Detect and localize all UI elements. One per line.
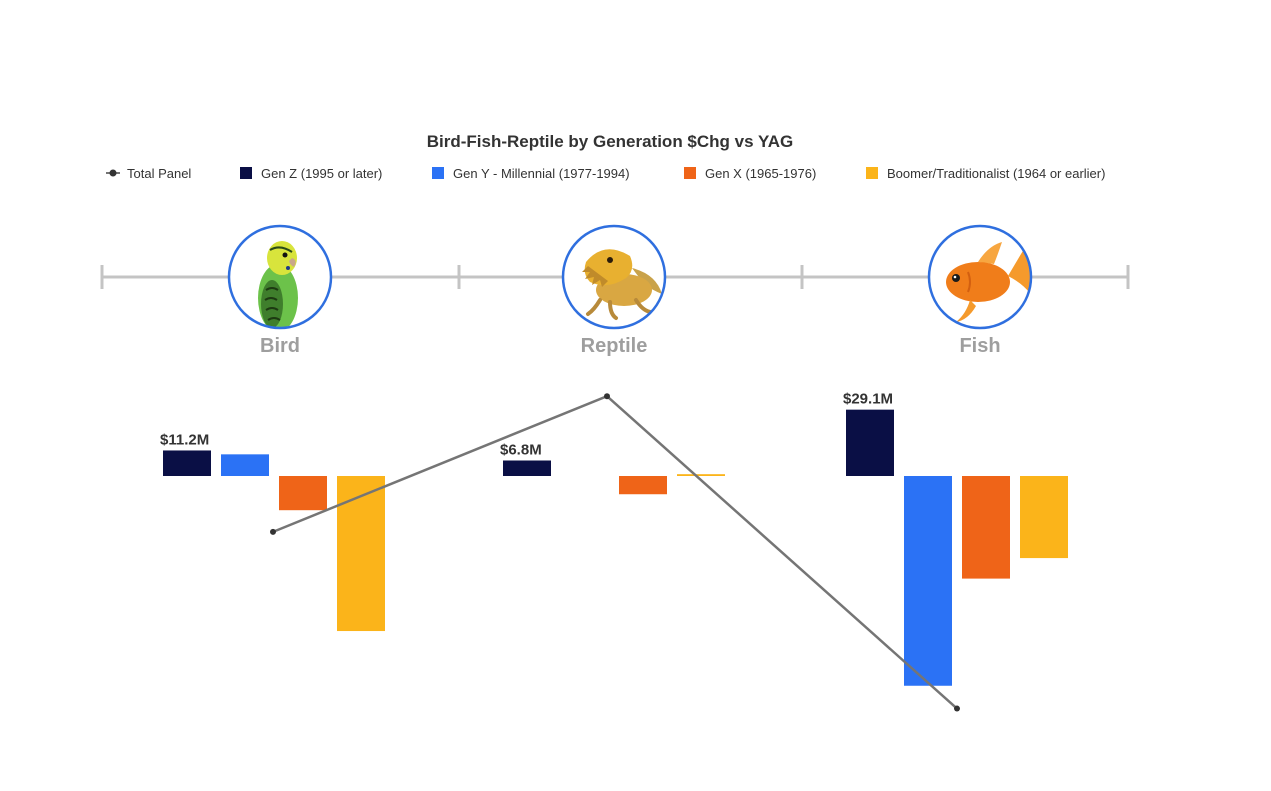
bar (503, 460, 551, 476)
legend-line-dot (109, 169, 117, 177)
parakeet-icon (227, 224, 333, 330)
category-label: Fish (959, 335, 1000, 357)
category-label: Reptile (581, 335, 648, 357)
data-label: $29.1M (843, 391, 893, 408)
legend-swatch (866, 167, 878, 179)
legend-swatch (684, 167, 696, 179)
bars (163, 409, 1068, 686)
data-label: $11.2M (160, 431, 209, 448)
data-label: $6.8M (500, 441, 542, 458)
category-labels: Bird Reptile Fish (260, 335, 1001, 357)
legend-label: Gen X (1965-1976) (705, 166, 816, 181)
bar (619, 476, 667, 495)
total-panel-line (270, 393, 960, 712)
chart-title: Bird-Fish-Reptile by Generation $Chg vs … (427, 132, 794, 151)
bar (677, 474, 725, 476)
bar (962, 476, 1010, 579)
bar (337, 476, 385, 632)
goldfish-icon (927, 224, 1033, 330)
legend-swatch (240, 167, 252, 179)
line-point (270, 528, 276, 535)
bar (1020, 476, 1068, 559)
legend-label: Total Panel (127, 166, 191, 181)
bar (279, 476, 327, 511)
data-labels: $11.2M $6.8M $29.1M (160, 391, 893, 459)
bar (846, 409, 894, 476)
legend: Total Panel Gen Z (1995 or later) Gen Y - … (106, 166, 1105, 181)
bar (904, 476, 952, 686)
line-point (954, 705, 960, 712)
category-label: Bird (260, 335, 300, 357)
legend-label: Gen Y - Millennial (1977-1994) (453, 166, 630, 181)
legend-swatch (432, 167, 444, 179)
line-point (604, 393, 610, 400)
legend-label: Gen Z (1995 or later) (261, 166, 382, 181)
legend-label: Boomer/Traditionalist (1964 or earlier) (887, 166, 1105, 181)
bearded-dragon-icon (561, 224, 667, 330)
bar (221, 454, 269, 476)
bar (163, 450, 211, 476)
